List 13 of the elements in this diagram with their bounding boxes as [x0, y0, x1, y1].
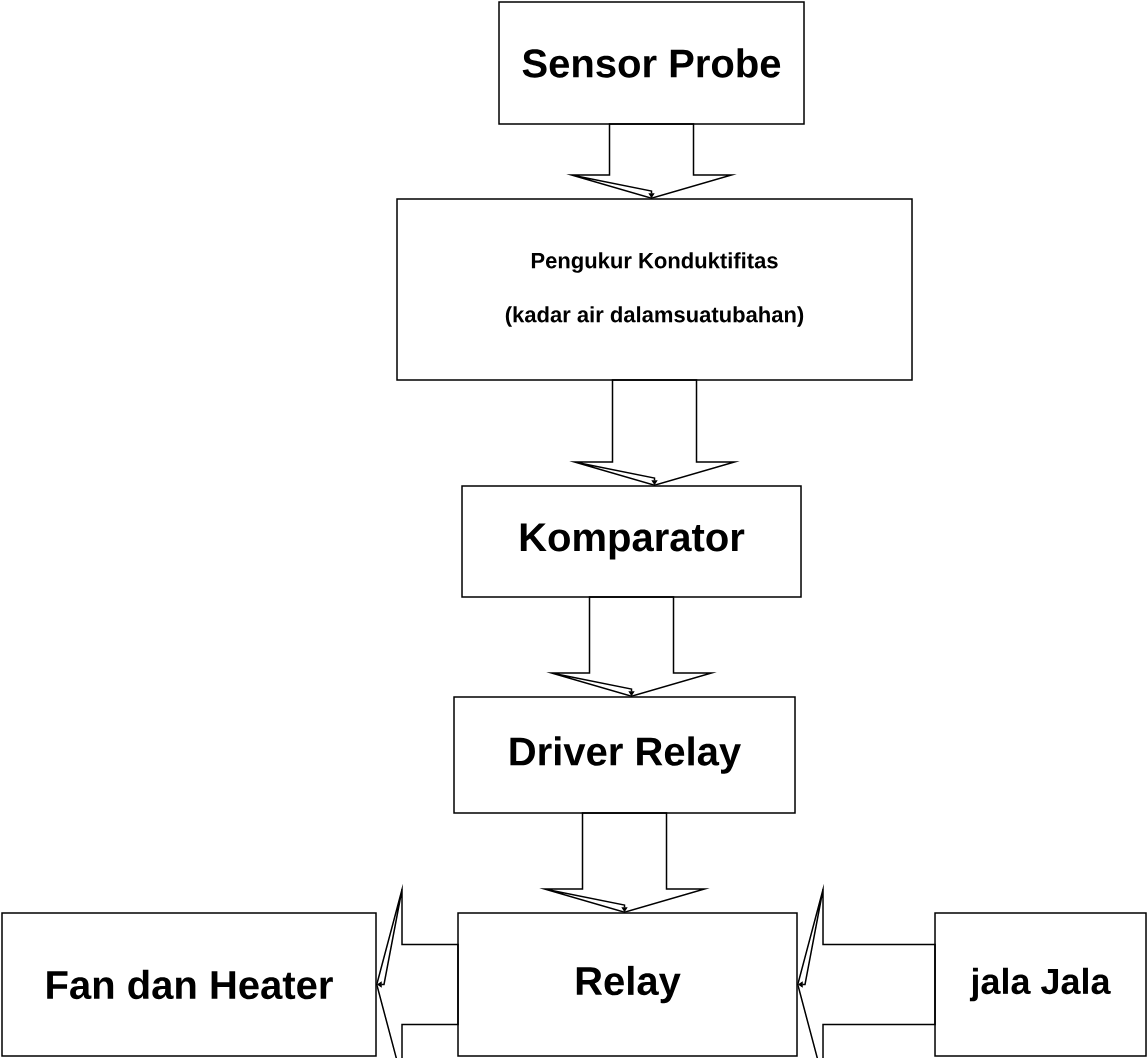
process-box: Fan dan Heater — [1, 912, 377, 1057]
block-arrow — [546, 596, 717, 698]
block-arrow — [797, 883, 936, 1058]
process-box: Pengukur Konduktifitas (kadar air dalamsuatubahan) — [396, 198, 913, 381]
process-box: Sensor Probe — [498, 1, 805, 125]
process-box: jala Jala — [934, 912, 1147, 1057]
process-box: Komparator — [461, 485, 802, 598]
block-arrow — [566, 123, 737, 200]
block-arrow — [376, 883, 459, 1058]
process-box: Relay — [457, 912, 798, 1057]
process-box: Driver Relay — [453, 696, 796, 814]
block-arrow — [569, 379, 740, 487]
block-arrow — [539, 812, 710, 914]
